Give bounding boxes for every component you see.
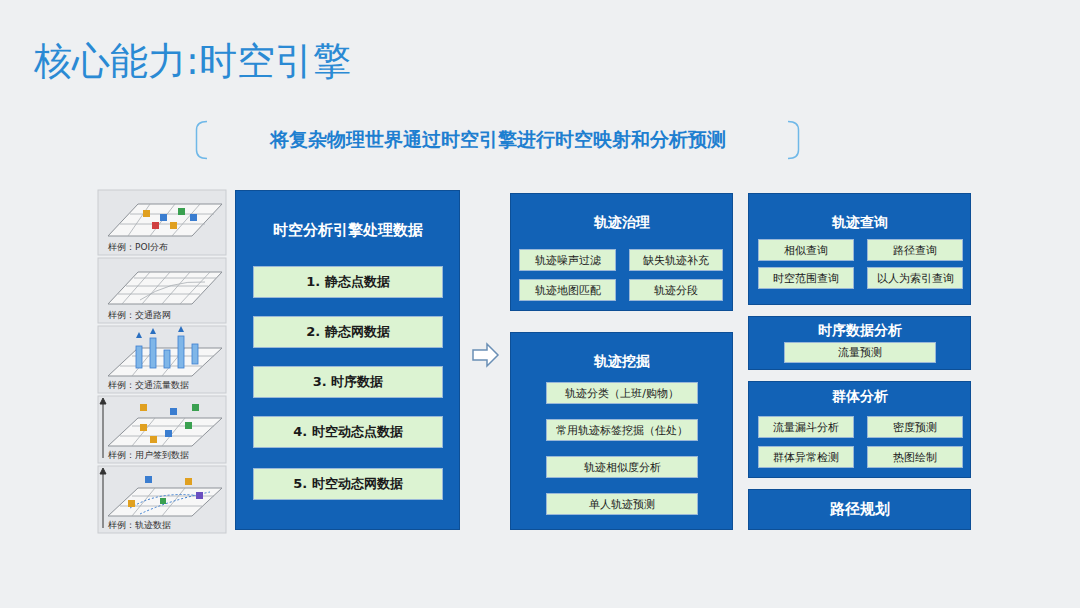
function-item: 轨迹分段 — [629, 279, 723, 301]
item-text: 常用轨迹标签挖掘（住处） — [556, 423, 688, 438]
panel-heading: 轨迹挖掘 — [511, 353, 732, 371]
item-text: 1. 静态点数据 — [306, 273, 390, 291]
function-item: 轨迹噪声过滤 — [519, 249, 616, 271]
module-panel: 路径规划 — [748, 489, 971, 530]
function-item: 缺失轨迹补充 — [629, 249, 723, 271]
panel-heading: 时序数据分析 — [749, 322, 970, 340]
item-text: 热图绘制 — [893, 450, 937, 465]
function-item: 1. 静态点数据 — [253, 266, 443, 298]
function-item: 相似查询 — [758, 239, 854, 261]
panel-heading: 路径规划 — [830, 500, 890, 519]
item-text: 5. 时空动态网数据 — [293, 475, 403, 493]
panel-heading: 群体分析 — [749, 388, 970, 406]
module-panel: 轨迹治理轨迹噪声过滤 缺失轨迹补充轨迹地图匹配 轨迹分段 — [510, 193, 733, 311]
panel-heading: 时空分析引擎处理数据 — [236, 221, 459, 240]
item-text: 相似查询 — [784, 243, 828, 258]
function-item: 4. 时空动态点数据 — [253, 416, 443, 448]
sample-caption: 样例：交通路网 — [106, 309, 173, 322]
function-item: 3. 时序数据 — [253, 366, 443, 398]
function-item: 轨迹地图匹配 — [519, 279, 616, 301]
function-item: 热图绘制 — [867, 446, 963, 468]
item-text: 轨迹地图匹配 — [535, 283, 601, 298]
module-panel: 轨迹挖掘轨迹分类（上班/购物） 常用轨迹标签挖掘（住处） 轨迹相似度分析单人轨迹预测 — [510, 332, 733, 530]
item-text: 轨迹分段 — [654, 283, 698, 298]
module-panel: 群体分析流量漏斗分析 密度预测群体异常检测 热图绘制 — [748, 381, 971, 478]
function-item: 路径查询 — [867, 239, 963, 261]
module-panel: 轨迹查询相似查询 路径查询时空范围查询 以人为索引查询 — [748, 193, 971, 305]
item-text: 轨迹噪声过滤 — [535, 253, 601, 268]
function-item: 5. 时空动态网数据 — [253, 468, 443, 500]
function-item: 流量预测 — [784, 342, 936, 363]
item-text: 缺失轨迹补充 — [643, 253, 709, 268]
panel-heading: 轨迹查询 — [749, 214, 970, 232]
item-text: 3. 时序数据 — [313, 373, 384, 391]
sample-caption: 样例：轨迹数据 — [106, 519, 173, 532]
function-item: 2. 静态网数据 — [253, 316, 443, 348]
sample-caption: 样例：用户签到数据 — [106, 449, 191, 462]
subtitle-band: 将复杂物理世界通过时空引擎进行时空映射和分析预测 — [195, 120, 800, 160]
item-text: 轨迹相似度分析 — [584, 460, 661, 475]
function-item: 常用轨迹标签挖掘（住处） — [546, 419, 698, 441]
slide-title: 核心能力:时空引擎 — [34, 36, 351, 87]
function-item: 群体异常检测 — [758, 446, 854, 468]
function-item: 以人为索引查询 — [867, 267, 963, 289]
sample-caption: 样例：POI分布 — [106, 241, 170, 254]
function-item: 轨迹相似度分析 — [546, 456, 698, 478]
item-text: 4. 时空动态点数据 — [293, 423, 403, 441]
subtitle-text: 将复杂物理世界通过时空引擎进行时空映射和分析预测 — [270, 127, 726, 153]
module-panel: 时序数据分析流量预测 — [748, 316, 971, 370]
function-item: 单人轨迹预测 — [546, 493, 698, 515]
function-item: 时空范围查询 — [758, 267, 854, 289]
item-text: 路径查询 — [893, 243, 937, 258]
module-panel: 时空分析引擎处理数据 1. 静态点数据 2. 静态网数据 3. 时序数据 4. 时空动态… — [235, 190, 460, 530]
sample-caption: 样例：交通流量数据 — [106, 379, 191, 392]
item-text: 单人轨迹预测 — [589, 497, 655, 512]
item-text: 以人为索引查询 — [877, 271, 954, 286]
hollow-arrow — [473, 344, 498, 366]
item-text: 流量漏斗分析 — [773, 420, 839, 435]
function-item: 密度预测 — [867, 416, 963, 438]
function-item: 流量漏斗分析 — [758, 416, 854, 438]
item-text: 轨迹分类（上班/购物） — [565, 386, 679, 401]
item-text: 2. 静态网数据 — [306, 323, 390, 341]
item-text: 时空范围查询 — [773, 271, 839, 286]
panel-heading: 轨迹治理 — [511, 214, 732, 232]
item-text: 密度预测 — [893, 420, 937, 435]
function-item: 轨迹分类（上班/购物） — [546, 382, 698, 404]
item-text: 流量预测 — [838, 345, 882, 360]
item-text: 群体异常检测 — [773, 450, 839, 465]
